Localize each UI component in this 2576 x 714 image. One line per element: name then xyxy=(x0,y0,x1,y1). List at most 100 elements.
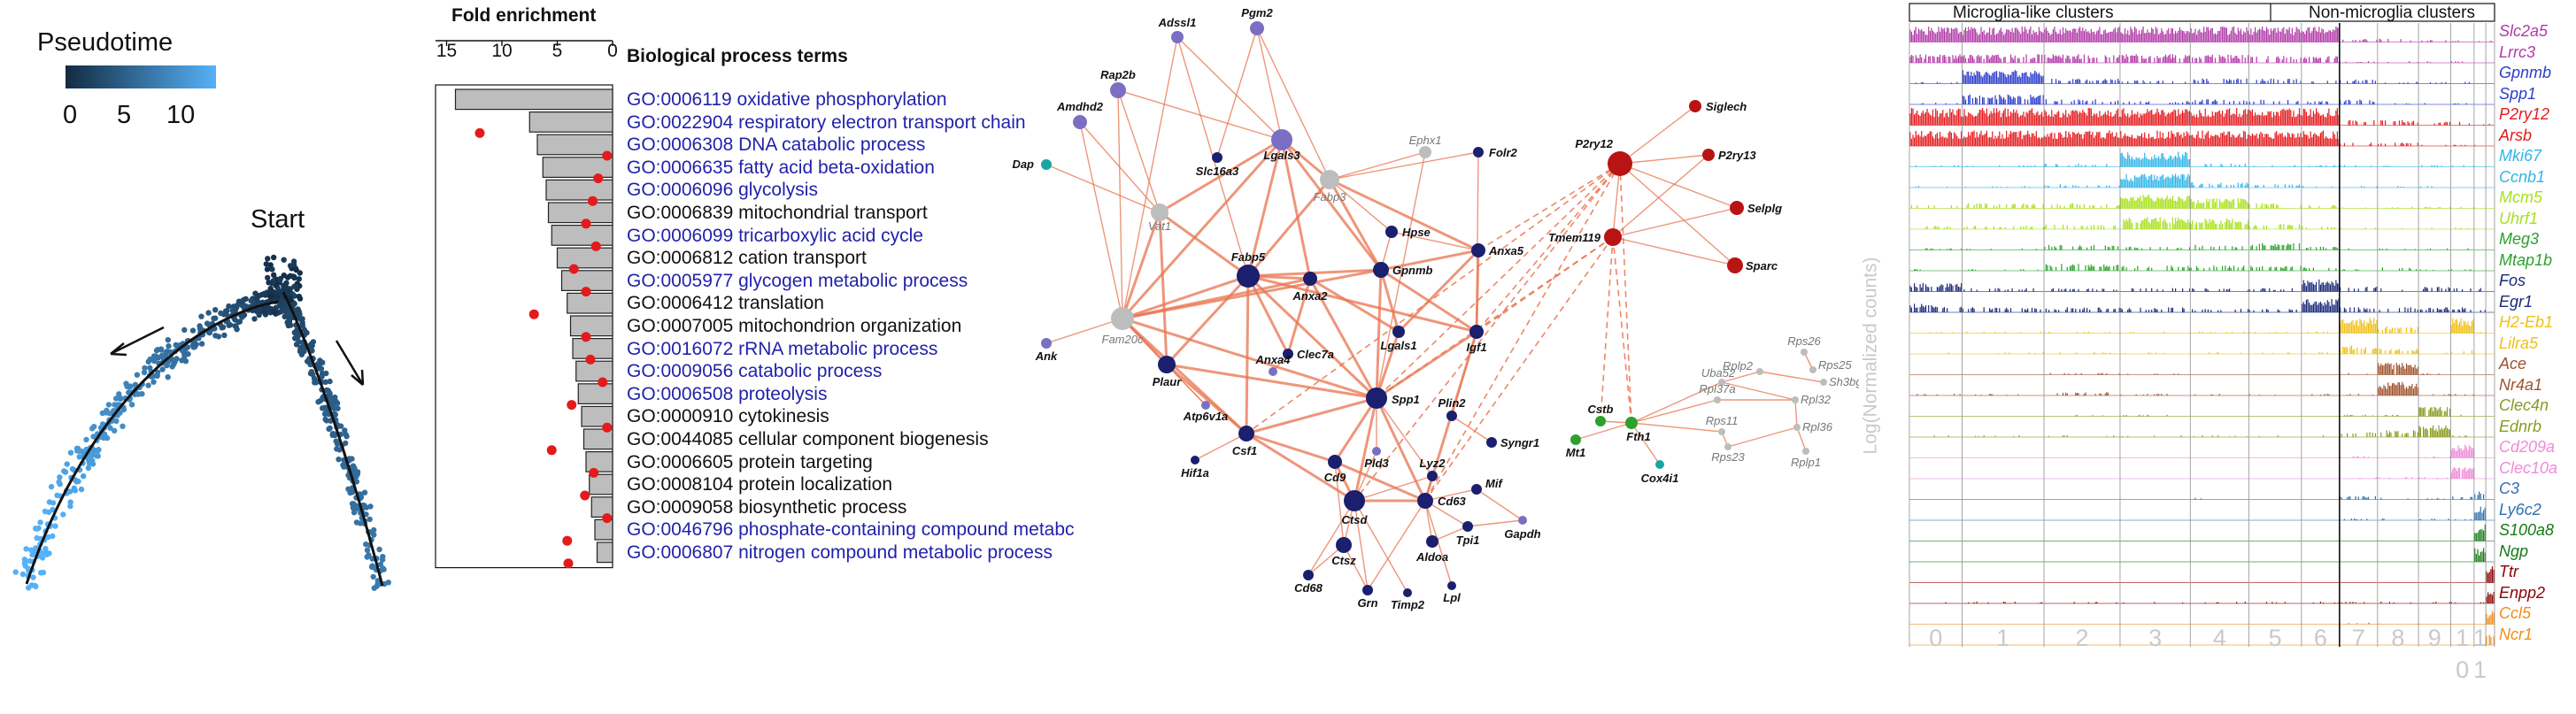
cell-point xyxy=(116,391,122,397)
cell-point xyxy=(299,316,305,322)
cell-point xyxy=(333,438,339,444)
go-term-label[interactable]: GO:0016072 rRNA metabolic process xyxy=(627,338,938,359)
network-edge xyxy=(1280,139,1383,271)
network-edge xyxy=(1379,269,1400,333)
track-signal xyxy=(2343,518,2368,520)
track-signal xyxy=(2460,206,2474,209)
cell-point xyxy=(113,418,120,425)
cell-point xyxy=(353,495,359,501)
gene-label-ednrb: Ednrb xyxy=(2499,417,2542,435)
cell-point xyxy=(371,585,377,591)
cell-point xyxy=(350,464,356,470)
cell-point xyxy=(21,557,27,563)
track-signal xyxy=(2123,217,2191,229)
enrichment-dot xyxy=(581,219,591,229)
cell-point xyxy=(191,341,198,347)
go-term-label[interactable]: GO:0006099 tricarboxylic acid cycle xyxy=(627,225,923,246)
network-edge xyxy=(1246,274,1378,400)
track-signal xyxy=(2312,602,2340,603)
track-row-uhrf1 xyxy=(1909,217,2495,230)
track-signal xyxy=(2123,101,2191,104)
track-signal xyxy=(1975,394,2019,395)
enrichment-bar xyxy=(556,247,613,269)
cell-point xyxy=(294,286,300,292)
enrichment-bar xyxy=(577,383,613,404)
cell-point xyxy=(326,426,332,432)
track-signal xyxy=(2433,394,2451,395)
track-signal xyxy=(2418,518,2449,520)
go-term-label[interactable]: GO:0006308 DNA catabolic process xyxy=(627,134,926,156)
track-signal xyxy=(1963,288,2034,292)
go-term-label[interactable]: GO:0006508 proteolysis xyxy=(627,383,828,404)
cluster-tick-label: 1 xyxy=(2456,625,2470,651)
cell-point xyxy=(334,400,341,406)
track-signal xyxy=(2381,518,2385,520)
cell-point xyxy=(320,395,326,401)
cell-point xyxy=(307,361,313,368)
cell-point xyxy=(301,332,307,338)
network-label-sparc: Sparc xyxy=(1746,259,1778,273)
cell-point xyxy=(181,326,188,334)
cell-point xyxy=(294,309,301,316)
cell-point xyxy=(220,324,227,330)
cell-point xyxy=(334,421,340,427)
track-signal xyxy=(2421,372,2440,375)
go-term-label[interactable]: GO:0006635 fatty acid beta-oxidation xyxy=(627,157,935,178)
track-signal xyxy=(1997,352,2044,354)
go-term-label[interactable]: GO:0005977 glycogen metabolic process xyxy=(627,270,968,291)
network-node-ctsd xyxy=(1344,490,1365,511)
track-signal xyxy=(1924,226,1951,229)
track-row-gpnmb xyxy=(1909,70,2495,84)
network-edge xyxy=(1727,426,1798,448)
network-node-p2ry12 xyxy=(1608,151,1632,176)
track-signal xyxy=(1915,165,1960,167)
track-signal xyxy=(2419,269,2449,271)
pseudotime-legend-title: Pseudotime xyxy=(37,28,174,57)
cell-point xyxy=(291,311,297,318)
go-term-label[interactable]: GO:0009056 catabolic process xyxy=(627,361,883,382)
track-signal xyxy=(2452,40,2459,42)
go-term-label[interactable]: GO:0006807 nitrogen compound metabolic p… xyxy=(627,541,1053,563)
enrichment-dot xyxy=(567,400,577,411)
network-edge xyxy=(1122,268,1382,320)
cell-point xyxy=(221,332,228,339)
go-term-label[interactable]: GO:0006119 oxidative phosphorylation xyxy=(627,89,947,110)
track-signal xyxy=(2051,78,2120,84)
network-edge xyxy=(1176,36,1283,141)
cell-point xyxy=(372,555,378,562)
track-row-c3 xyxy=(1909,491,2495,500)
cell-point xyxy=(343,431,349,438)
track-signal xyxy=(2486,566,2495,583)
go-term-label[interactable]: GO:0046796 phosphate-containing compound… xyxy=(627,519,1075,541)
track-signal xyxy=(2121,265,2191,271)
track-signal xyxy=(2387,61,2418,63)
cell-point xyxy=(212,307,219,313)
track-signal xyxy=(2192,288,2249,292)
track-signal xyxy=(2426,498,2445,500)
track-signal xyxy=(1909,282,1963,292)
go-term-label[interactable]: GO:0022904 respiratory electron transpor… xyxy=(627,111,1026,133)
track-signal xyxy=(2421,165,2442,167)
track-signal xyxy=(2341,227,2376,229)
network-label-syngr1: Syngr1 xyxy=(1500,436,1539,449)
network-label-pld3: Pld3 xyxy=(1364,457,1389,470)
cell-point xyxy=(331,431,337,437)
track-signal xyxy=(1910,204,1958,209)
network-edge xyxy=(1467,519,1523,527)
cell-point xyxy=(355,503,362,510)
network-label-rps23: Rps23 xyxy=(1711,450,1745,464)
cell-point xyxy=(339,442,345,449)
go-term-label[interactable]: GO:0006096 glycolysis xyxy=(627,180,818,201)
cell-point xyxy=(23,546,29,552)
network-node-tmem119 xyxy=(1604,228,1622,246)
network-label-lpl: Lpl xyxy=(1443,591,1461,604)
track-signal xyxy=(2248,203,2302,209)
network-node-vat1 xyxy=(1151,203,1168,221)
cell-point xyxy=(64,461,70,467)
network-node-igf1 xyxy=(1469,325,1484,339)
cell-point xyxy=(234,302,241,309)
track-signal xyxy=(1975,435,2020,437)
enrichment-dot xyxy=(581,287,591,297)
enrichment-bar xyxy=(547,202,613,224)
